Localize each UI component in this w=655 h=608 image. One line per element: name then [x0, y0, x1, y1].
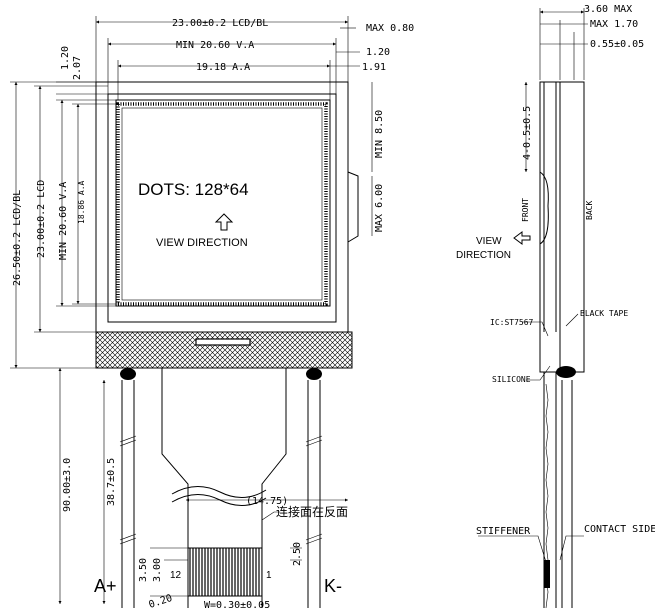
view-direction-arrow	[214, 213, 234, 231]
lead-wires	[119, 380, 323, 608]
k-minus-label: K-	[324, 576, 342, 596]
dim-0-20: 0.20	[148, 593, 174, 608]
dim-3-00: 3.00	[152, 558, 163, 582]
dim-lead-38-7: 38.7±0.5	[106, 458, 117, 506]
dim-min-8-50: MIN 8.50	[374, 110, 385, 158]
side-solder-bump	[556, 366, 576, 378]
side-leads	[543, 372, 573, 608]
band-slot	[195, 338, 251, 346]
dim-max-6-00: MAX 6.00	[374, 184, 385, 232]
dim-aa-height: 18.86 A.A	[77, 180, 86, 224]
dim-gap-1-91: 1.91	[362, 62, 386, 73]
connect-leader	[261, 511, 280, 521]
side-bump	[539, 171, 549, 245]
right-solder-bump	[306, 368, 322, 380]
side-body	[539, 81, 585, 373]
fpc-tail	[161, 368, 287, 608]
dim-side-max-1-70: MAX 1.70	[590, 19, 638, 30]
dim-side-0-55: 0.55±0.05	[590, 39, 644, 50]
dim-fpc-14-75: (14.75)	[246, 496, 288, 507]
dim-total-lead: 90.00±3.0	[62, 458, 73, 512]
hatched-band	[95, 331, 353, 369]
side-view-label: VIEW	[476, 236, 502, 247]
front-view: 23.00±0.2 LCD/BL MAX 0.80 MIN 20.60 V.A …	[10, 16, 414, 608]
dim-lcd-height: 23.00±0.2 LCD	[36, 180, 47, 258]
dim-va-height: MIN 20.60 V.A	[58, 182, 69, 260]
dim-side-4-0-5: 4-0.5±0.5	[522, 106, 533, 160]
side-stiffener	[544, 560, 550, 588]
dim-va-width: MIN 20.60 V.A	[176, 40, 254, 51]
bottom-dim-lines	[150, 547, 188, 597]
dots-label: DOTS: 128*64	[138, 180, 249, 199]
side-direction-label: DIRECTION	[456, 250, 511, 261]
connect-side-note: 连接面在反面	[276, 504, 348, 519]
stiffener-leader	[478, 535, 547, 563]
pin-1-label: 1	[266, 570, 272, 581]
contact-leader	[559, 535, 584, 561]
active-area-dotted	[116, 102, 328, 306]
side-black-tape-label: BLACK TAPE	[580, 309, 628, 318]
fpc-contacts	[187, 547, 263, 597]
left-gap-lines	[56, 81, 108, 95]
dim-2-50-lines	[290, 547, 302, 561]
dim-gap-1-20-top: 1.20	[366, 47, 390, 58]
dim-0-30: W=0.30±0.05	[204, 600, 270, 608]
side-view-arrow	[513, 231, 531, 245]
left-solder-bump	[120, 368, 136, 380]
side-bump	[347, 171, 359, 243]
side-view: 3.60 MAX MAX 1.70 0.55±0.05 4-0.5±0.5 FR…	[456, 4, 655, 608]
dim-side-max-3-60: 3.60 MAX	[584, 4, 632, 15]
silicone-leader	[526, 365, 551, 381]
side-silicone-label: SILICONE	[492, 375, 531, 384]
dim-aa-width: 19.18 A.A	[196, 62, 250, 73]
lcd-panel	[107, 93, 337, 323]
lcd-outline	[95, 81, 349, 333]
side-stiffener-label: STIFFENER	[476, 526, 531, 537]
pin-12-label: 12	[170, 570, 182, 581]
side-layers	[543, 82, 561, 372]
active-area-inner	[121, 107, 323, 301]
side-contact-side-label: CONTACT SIDE	[584, 524, 655, 535]
dim-2-50: 2.50	[292, 542, 303, 566]
dim-max-0-80: MAX 0.80	[366, 23, 414, 34]
view-area-frame	[115, 99, 331, 307]
side-front-label: FRONT	[521, 198, 530, 222]
dim-gap-1-20-left: 1.20	[60, 46, 71, 70]
side-back-label: BACK	[585, 201, 594, 220]
view-direction-label: VIEW DIRECTION	[156, 237, 248, 249]
left-dimensions	[10, 81, 118, 604]
dim-lcd-bl-height: 26.50±0.2 LCD/BL	[12, 190, 23, 286]
dim-lcd-bl-width: 23.00±0.2 LCD/BL	[172, 18, 268, 29]
ic-leader	[522, 321, 549, 337]
dim-gap-2-07: 2.07	[72, 56, 83, 80]
top-dimensions	[95, 16, 360, 100]
dim-3-50: 3.50	[138, 558, 149, 582]
a-plus-label: A+	[94, 576, 117, 596]
tape-leader	[565, 313, 579, 327]
side-ic-label: IC:ST7567	[490, 318, 534, 327]
